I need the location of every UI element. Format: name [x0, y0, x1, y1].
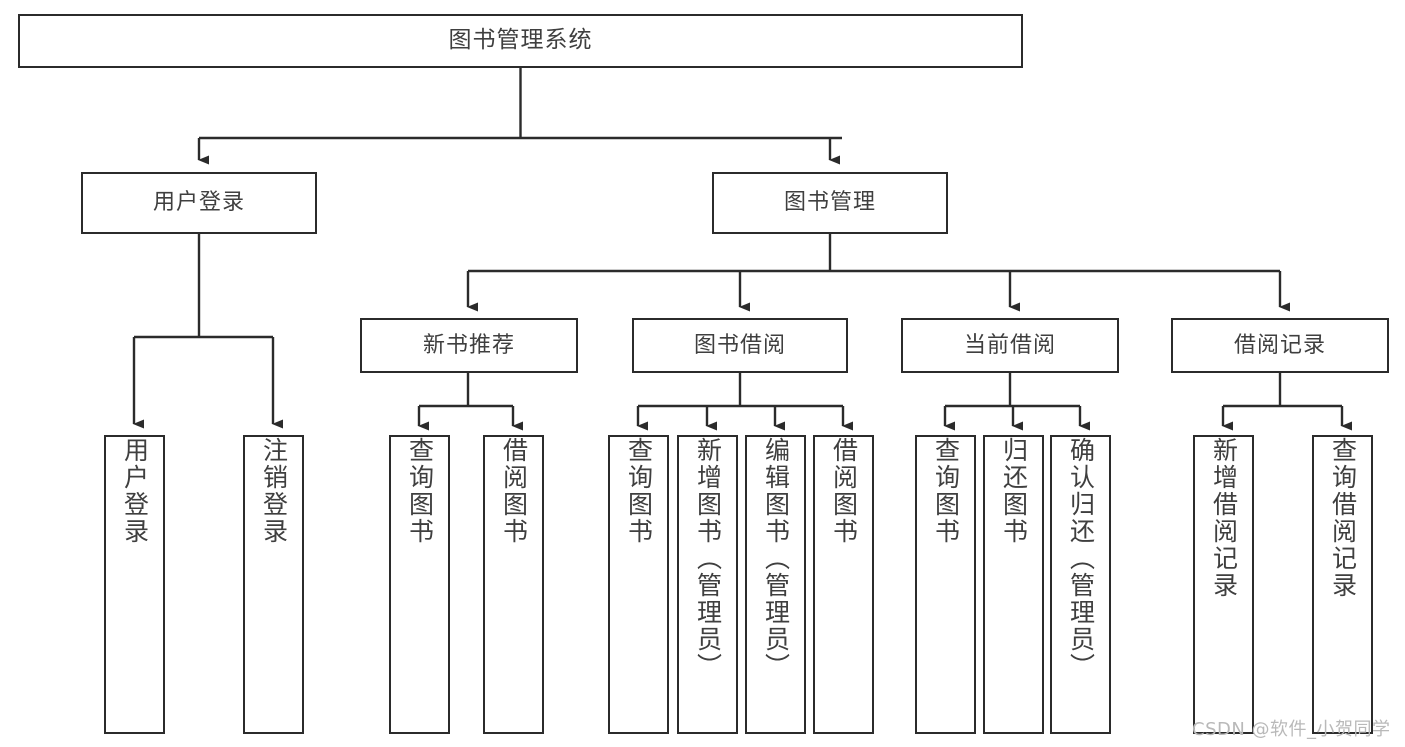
- leaf-borrow-edit-book-admin[interactable]: 编辑图书（管理员）: [745, 435, 806, 734]
- leaf-borrow-query-book[interactable]: 查询图书: [608, 435, 669, 734]
- node-label: 新书推荐: [422, 332, 515, 358]
- node-label: 归还图书: [999, 437, 1029, 545]
- leaf-borrow-borrow-book[interactable]: 借阅图书: [813, 435, 874, 734]
- node-label: 查询图书: [405, 437, 435, 545]
- node-label: 当前借阅: [963, 332, 1056, 358]
- node-label: 图书借阅: [693, 332, 786, 358]
- leaf-recommend-borrow-book[interactable]: 借阅图书: [483, 435, 544, 734]
- leaf-borrow-add-book-admin[interactable]: 新增图书（管理员）: [677, 435, 738, 734]
- leaf-current-query-book[interactable]: 查询图书: [915, 435, 976, 734]
- node-label: 借阅图书: [499, 437, 529, 545]
- node-label: 图书管理系统: [448, 27, 593, 54]
- node-label: 查询图书: [624, 437, 654, 545]
- node-label: 借阅记录: [1233, 332, 1326, 358]
- node-label: 用户登录: [152, 190, 245, 216]
- node-new-book-recommend[interactable]: 新书推荐: [360, 318, 578, 373]
- node-label: 新增图书（管理员）: [693, 437, 723, 680]
- node-label: 查询借阅记录: [1328, 437, 1358, 599]
- node-label: 确认归还（管理员）: [1066, 437, 1096, 680]
- leaf-current-return-book[interactable]: 归还图书: [983, 435, 1044, 734]
- leaf-recommend-query-book[interactable]: 查询图书: [389, 435, 450, 734]
- node-label: 借阅图书: [829, 437, 859, 545]
- node-label: 用户登录: [120, 437, 150, 545]
- leaf-current-confirm-return-admin[interactable]: 确认归还（管理员）: [1050, 435, 1111, 734]
- leaf-record-add-record[interactable]: 新增借阅记录: [1193, 435, 1254, 734]
- leaf-user-login-logout[interactable]: 注销登录: [243, 435, 304, 734]
- node-current-borrow[interactable]: 当前借阅: [901, 318, 1119, 373]
- node-label: 图书管理: [783, 190, 876, 216]
- node-root-system[interactable]: 图书管理系统: [18, 14, 1023, 68]
- node-label: 注销登录: [259, 437, 289, 545]
- node-borrow-record[interactable]: 借阅记录: [1171, 318, 1389, 373]
- node-book-management[interactable]: 图书管理: [712, 172, 948, 234]
- node-label: 查询图书: [931, 437, 961, 545]
- node-book-borrow[interactable]: 图书借阅: [632, 318, 848, 373]
- csdn-watermark: CSDN @软件_小贺同学: [1192, 719, 1391, 740]
- node-label: 编辑图书（管理员）: [761, 437, 791, 680]
- leaf-record-query-record[interactable]: 查询借阅记录: [1312, 435, 1373, 734]
- leaf-user-login-login[interactable]: 用户登录: [104, 435, 165, 734]
- node-user-login[interactable]: 用户登录: [81, 172, 317, 234]
- node-label: 新增借阅记录: [1209, 437, 1239, 599]
